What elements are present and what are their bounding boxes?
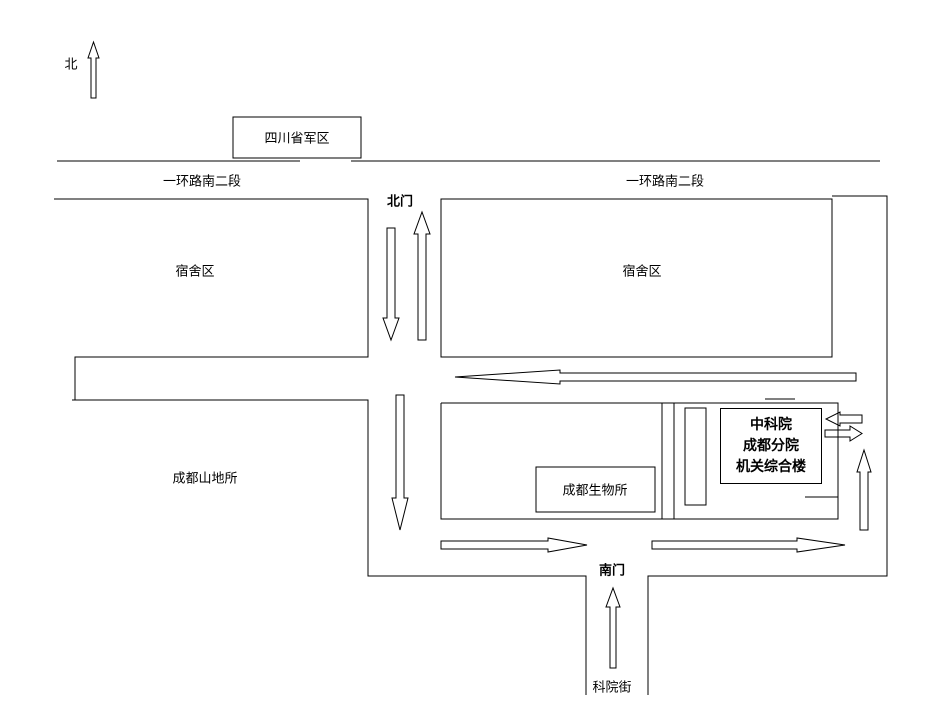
right-arrow-icon — [824, 425, 863, 442]
mountain-institute-boundary — [72, 399, 587, 695]
road-label-east: 一环路南二段 — [625, 174, 705, 190]
road-label-west: 一环路南二段 — [162, 174, 242, 190]
street-label: 科院街 — [592, 680, 632, 696]
dorm-label-east: 宿舍区 — [622, 264, 662, 280]
east-dorm-block — [440, 198, 833, 358]
north-gate-label: 北门 — [386, 194, 414, 210]
military-box — [232, 116, 362, 159]
left-arrow-icon — [454, 369, 857, 385]
cas-office-building: 中科院 成都分院 机关综合楼 — [720, 408, 822, 484]
east-boundary — [647, 195, 888, 695]
down-arrow-icon — [391, 394, 409, 531]
strip — [661, 402, 675, 520]
building-line-3: 机关综合楼 — [736, 458, 806, 475]
inner-building — [684, 407, 707, 506]
up-arrow-icon — [605, 586, 621, 669]
up-arrow-icon — [413, 210, 431, 341]
up-arrow-icon — [856, 448, 872, 531]
mountain-institute-label: 成都山地所 — [172, 471, 238, 487]
bio-box — [535, 466, 656, 513]
down-arrow-icon — [382, 227, 400, 342]
bio-institute-label: 成都生物所 — [562, 483, 628, 499]
south-gate-label: 南门 — [598, 563, 626, 579]
right-arrow-icon — [440, 537, 588, 553]
lower-block — [440, 402, 839, 520]
building-line-2: 成都分院 — [743, 437, 799, 454]
left-arrow-icon — [824, 411, 863, 427]
building-line-1: 中科院 — [750, 416, 792, 433]
military-label: 四川省军区 — [264, 131, 330, 147]
north-label: 北 — [64, 57, 78, 73]
west-dorm-boundary — [54, 198, 369, 400]
right-arrow-icon — [651, 537, 846, 553]
north-arrow-icon — [87, 40, 100, 99]
dorm-label-west: 宿舍区 — [175, 264, 215, 280]
